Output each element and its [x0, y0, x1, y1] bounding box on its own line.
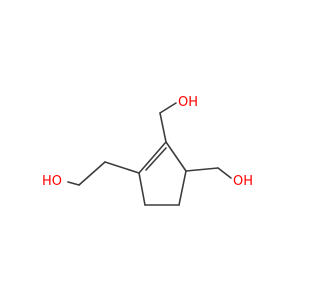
structure-canvas: OH OH HO: [42, 95, 254, 206]
bond-ch2-o-top: [159, 102, 177, 114]
bond-ring-c2-c3: [165, 141, 187, 172]
molecule-drawing: OH OH HO: [42, 95, 253, 206]
hydroxyl-label-top: OH: [178, 95, 198, 110]
bond-ring-c5-c1: [138, 172, 146, 206]
bond-c1-ch2-left: [104, 161, 140, 174]
bond-c3-ch2-right: [185, 167, 219, 172]
bond-ch2-o-right: [217, 167, 232, 179]
bond-ring-c1-c2: [138, 141, 167, 174]
bond-c2-ch2-top: [159, 112, 167, 143]
bond-ring-c1-c2-double: [145, 147, 167, 171]
bond-ring-c3-c4: [178, 170, 187, 206]
hydroxyl-label-right: OH: [233, 174, 253, 189]
bond-ch2-ch2-left: [78, 161, 106, 186]
bond-ch2-o-left: [67, 181, 80, 186]
hydroxyl-label-left: HO: [42, 174, 62, 189]
